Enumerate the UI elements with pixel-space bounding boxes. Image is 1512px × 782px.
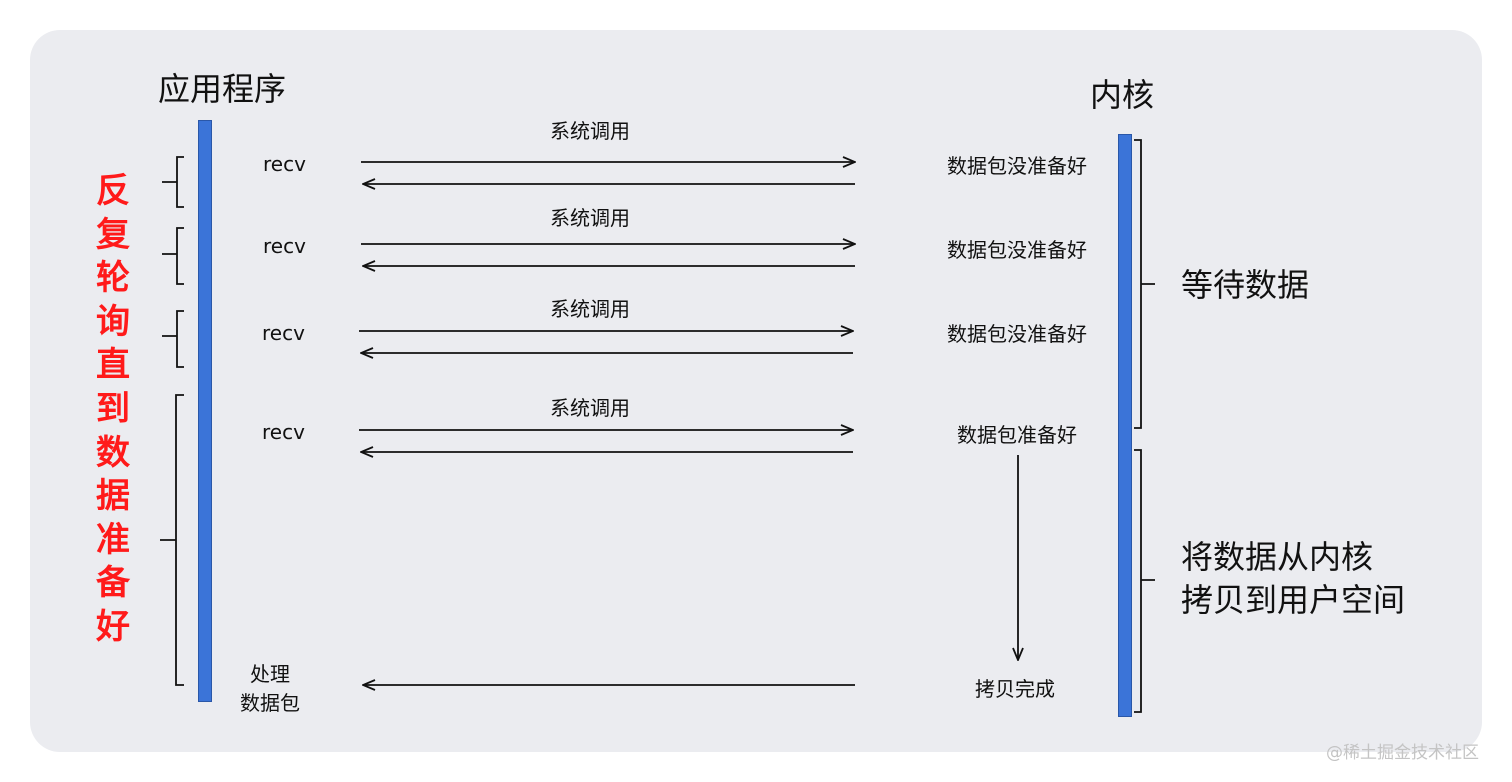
copy-done-label: 拷贝完成 <box>975 677 1055 701</box>
kernel-status-2: 数据包没准备好 <box>947 238 1087 262</box>
syscall-label-4: 系统调用 <box>550 396 630 420</box>
kernel-status-4: 数据包准备好 <box>957 423 1077 447</box>
right-brace-copy <box>1134 449 1155 713</box>
syscall-label-2: 系统调用 <box>550 206 630 230</box>
recv-label-2: recv <box>263 234 306 258</box>
recv-label-3: recv <box>262 321 305 345</box>
wait-data-label: 等待数据 <box>1181 266 1310 304</box>
copy-label-2: 拷贝到用户空间 <box>1181 581 1406 619</box>
polling-note-text: 反复轮询直到数据准备好 <box>96 171 130 647</box>
app-timeline-bar <box>198 120 212 702</box>
polling-note: 反复轮询直到数据准备好 <box>93 170 133 650</box>
kernel-timeline-bar <box>1118 134 1132 717</box>
syscall-label-3: 系统调用 <box>550 297 630 321</box>
left-brace-4 <box>160 394 184 686</box>
recv-label-4: recv <box>262 420 305 444</box>
recv-label-1: recv <box>263 152 306 176</box>
left-brace-1 <box>162 156 184 208</box>
left-brace-3 <box>162 310 184 368</box>
kernel-status-1: 数据包没准备好 <box>947 154 1087 178</box>
left-brace-2 <box>162 227 184 285</box>
process-label-2: 数据包 <box>240 691 300 715</box>
process-label-1: 处理 <box>250 662 290 686</box>
watermark: @稀土掘金技术社区 <box>1326 743 1479 763</box>
kernel-status-3: 数据包没准备好 <box>947 322 1087 346</box>
diagram-panel <box>30 30 1482 752</box>
copy-label-1: 将数据从内核 <box>1181 538 1374 576</box>
kernel-title: 内核 <box>1090 76 1155 114</box>
syscall-label-1: 系统调用 <box>550 119 630 143</box>
app-title: 应用程序 <box>158 70 287 108</box>
right-brace-wait <box>1134 139 1155 429</box>
